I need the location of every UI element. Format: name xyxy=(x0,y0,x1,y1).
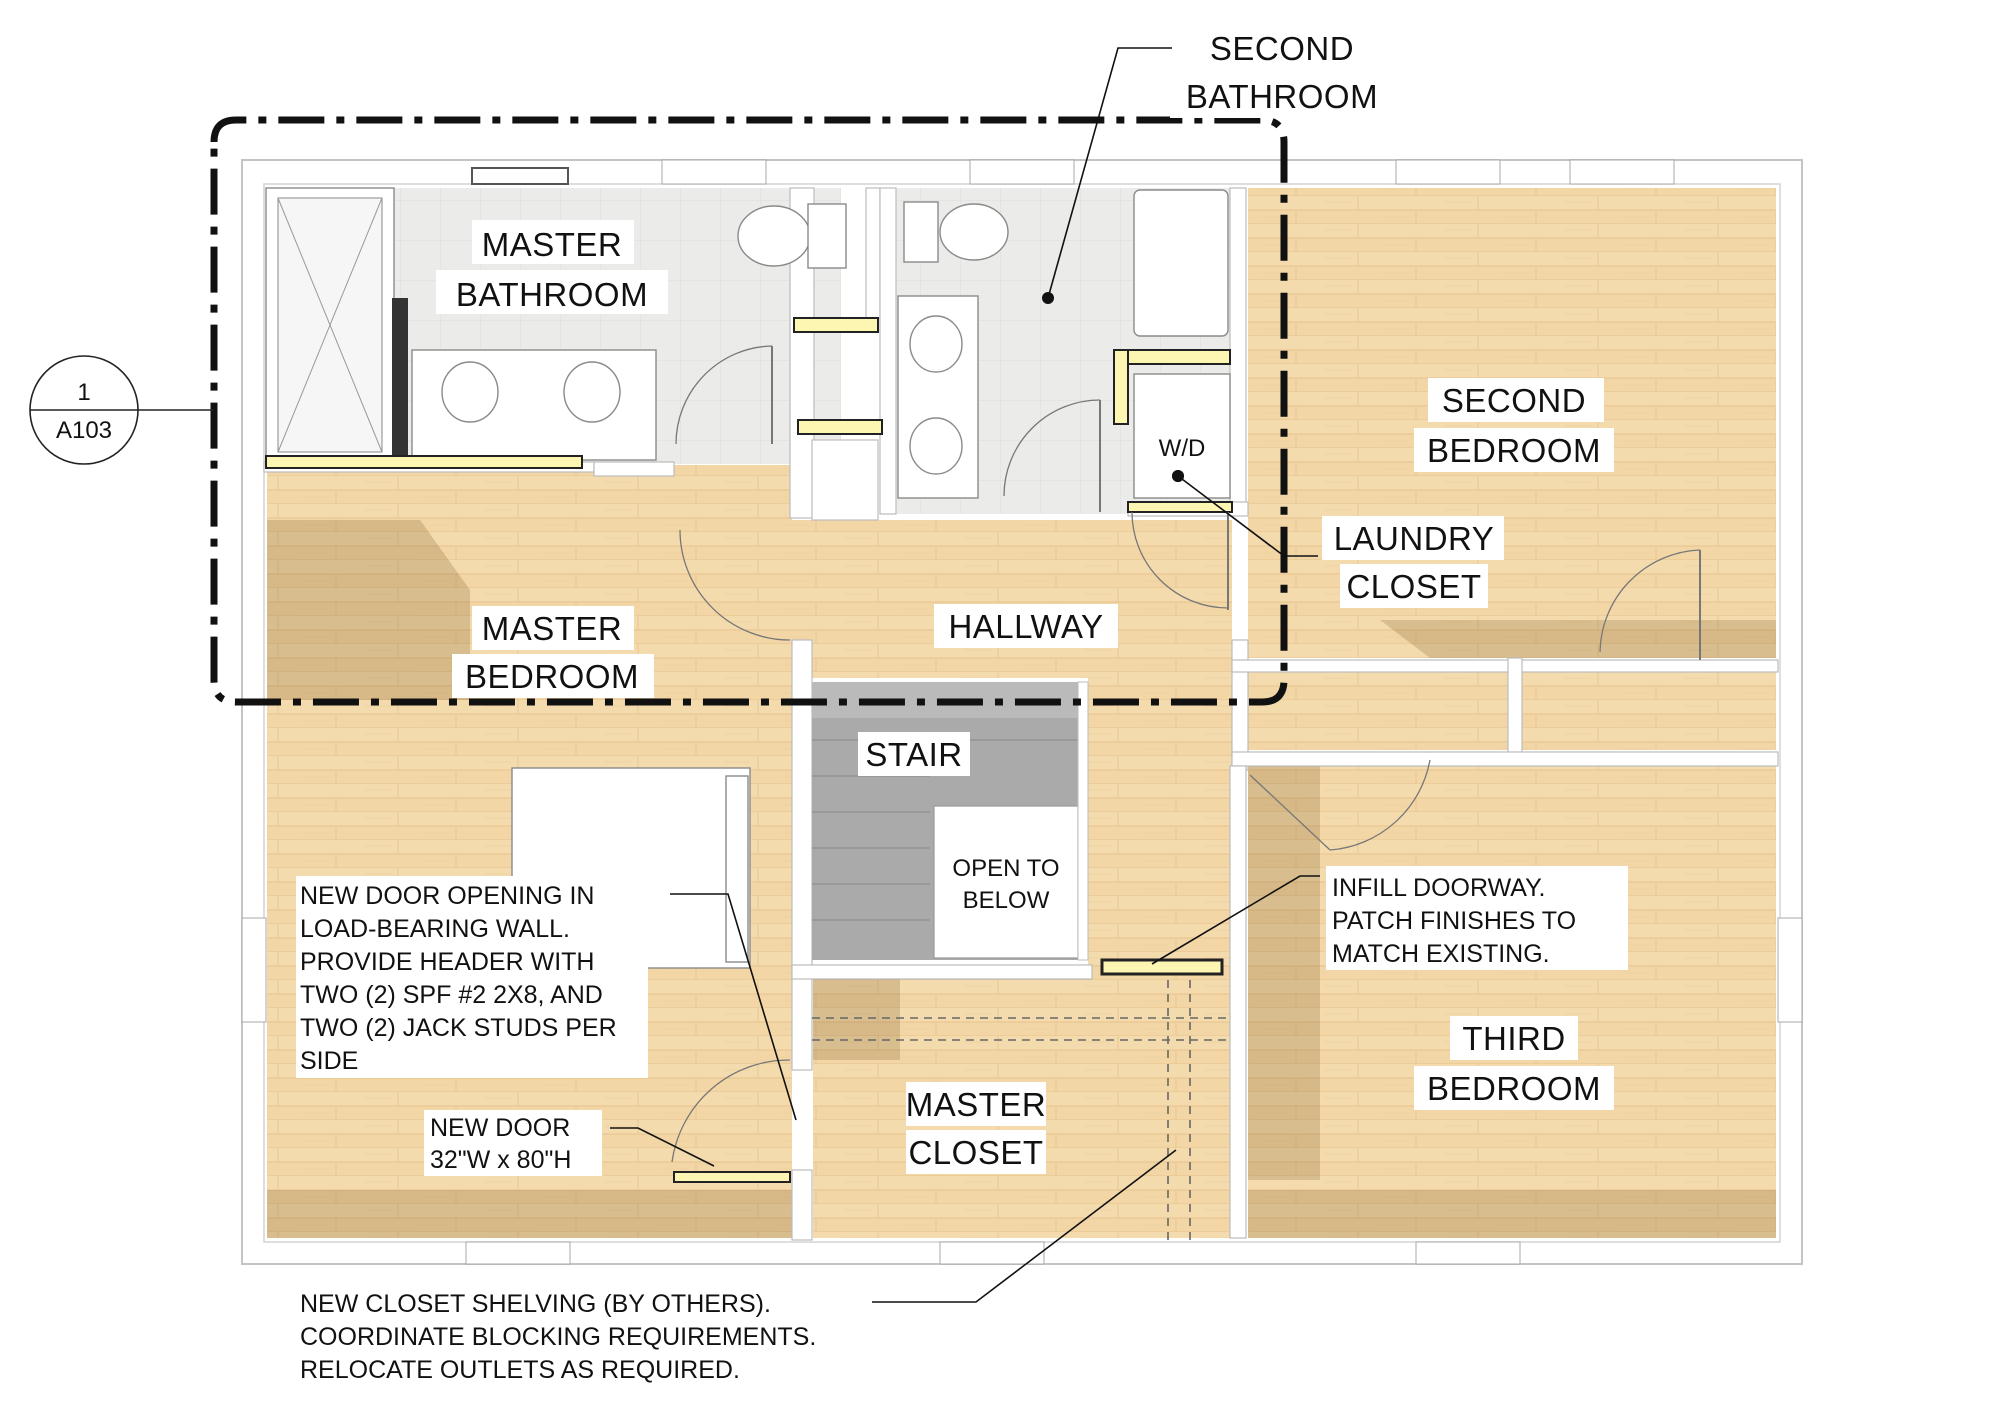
label-third-bedroom-2: BEDROOM xyxy=(1427,1070,1601,1107)
master-bath-fixtures xyxy=(265,187,883,469)
infill-header xyxy=(1100,958,1224,976)
label-master-closet-1: MASTER xyxy=(906,1086,1047,1123)
label-wd: W/D xyxy=(1159,435,1206,462)
note-new-door-opening-line-4: TWO (2) SPF #2 2X8, AND xyxy=(300,981,603,1009)
note-new-door: NEW DOOR 32"W x 80"H xyxy=(424,1110,602,1176)
label-second-bedroom-1: SECOND xyxy=(1442,382,1586,419)
closet-shelving-lines xyxy=(812,980,1232,1240)
note-new-door-opening-line-3: PROVIDE HEADER WITH xyxy=(300,948,594,976)
label-second-bathroom-1: SECOND xyxy=(1210,30,1354,67)
label-master-closet-2: CLOSET xyxy=(908,1134,1043,1171)
label-second-bathroom-2: BATHROOM xyxy=(1186,78,1378,115)
section-sheet: A103 xyxy=(56,417,112,444)
second-bath-fixtures xyxy=(897,189,1233,610)
label-stair: STAIR xyxy=(865,736,962,773)
note-infill-doorway-line-3: MATCH EXISTING. xyxy=(1332,940,1550,968)
note-closet-shelving: NEW CLOSET SHELVING (BY OTHERS). COORDIN… xyxy=(300,1290,816,1384)
note-infill-doorway: INFILL DOORWAY. PATCH FINISHES TO MATCH … xyxy=(1326,866,1628,970)
note-infill-doorway-line-1: INFILL DOORWAY. xyxy=(1332,874,1545,902)
label-second-bedroom-2: BEDROOM xyxy=(1427,432,1601,469)
note-closet-shelving-line-3: RELOCATE OUTLETS AS REQUIRED. xyxy=(300,1356,740,1384)
note-closet-shelving-line-2: COORDINATE BLOCKING REQUIREMENTS. xyxy=(300,1323,816,1351)
note-new-door-opening-line-1: NEW DOOR OPENING IN xyxy=(300,882,594,910)
wood-floors xyxy=(267,188,1776,1238)
label-master-bedroom-2: BEDROOM xyxy=(465,658,639,695)
label-hallway: HALLWAY xyxy=(948,608,1103,645)
enlarged-plan-boundary xyxy=(210,116,1288,706)
label-open-to-below-1: OPEN TO xyxy=(952,855,1059,882)
label-master-bathroom-1: MASTER xyxy=(482,226,623,263)
label-third-bedroom-1: THIRD xyxy=(1462,1020,1565,1057)
label-master-bathroom-2: BATHROOM xyxy=(456,276,648,313)
stair xyxy=(812,681,1089,961)
note-infill-doorway-line-2: PATCH FINISHES TO xyxy=(1332,907,1576,935)
label-laundry-closet-1: LAUNDRY xyxy=(1334,520,1495,557)
label-open-to-below-2: BELOW xyxy=(963,887,1050,914)
note-new-door-opening-line-5: TWO (2) JACK STUDS PER xyxy=(300,1014,617,1042)
note-new-door-opening-line-2: LOAD-BEARING WALL. xyxy=(300,915,570,943)
label-master-bedroom-1: MASTER xyxy=(482,610,623,647)
note-new-door-opening: NEW DOOR OPENING IN LOAD-BEARING WALL. P… xyxy=(296,876,648,1078)
room-labels: MASTER BATHROOM SECOND BATHROOM SECOND B… xyxy=(436,26,1614,1174)
label-laundry-closet-2: CLOSET xyxy=(1346,568,1481,605)
note-new-door-opening-line-6: SIDE xyxy=(300,1047,358,1075)
section-marker: 1 A103 xyxy=(29,355,214,465)
floor-shadows xyxy=(267,520,1776,1238)
note-new-door-line-1: NEW DOOR xyxy=(430,1114,570,1142)
note-new-door-line-2: 32"W x 80"H xyxy=(430,1146,571,1174)
windows xyxy=(241,159,1803,1265)
door-swings xyxy=(671,529,1701,1183)
note-closet-shelving-line-1: NEW CLOSET SHELVING (BY OTHERS). xyxy=(300,1290,771,1318)
section-number: 1 xyxy=(77,379,90,406)
